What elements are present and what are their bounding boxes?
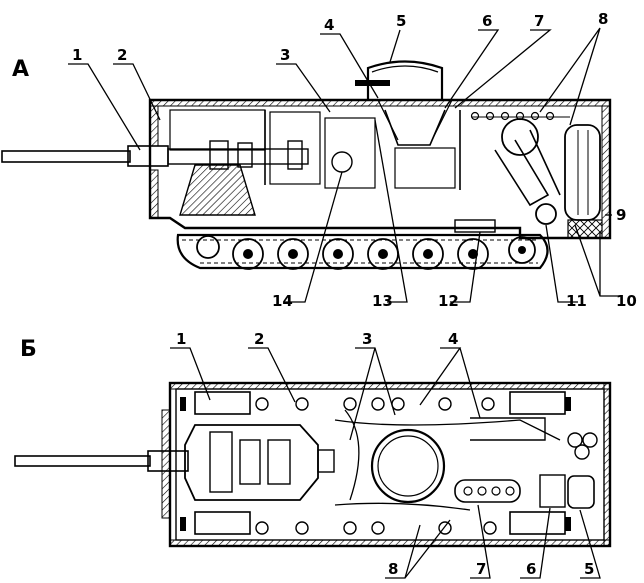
interior-equipment — [169, 109, 570, 216]
callout-b-5: 5 — [584, 560, 594, 578]
cupola — [355, 60, 453, 146]
roof-rivets — [470, 111, 555, 121]
side-view: А 1 2 3 4 5 6 7 8 9 10 11 12 13 14 — [1, 10, 637, 310]
road-wheels — [196, 235, 536, 270]
callout-a-8: 8 — [598, 10, 608, 28]
callout-a-10: 10 — [616, 292, 637, 310]
callout-a-11: 11 — [566, 292, 587, 310]
callout-a-2: 2 — [117, 46, 127, 64]
callout-a-6: 6 — [482, 12, 492, 30]
callout-a-7: 7 — [534, 12, 544, 30]
callout-a-5: 5 — [396, 12, 406, 30]
callout-a-14: 14 — [272, 292, 293, 310]
callout-b-7: 7 — [476, 560, 486, 578]
engine-assembly — [494, 118, 601, 225]
side-leader-lines — [68, 27, 622, 303]
suspension-units — [180, 391, 571, 535]
callout-a-1: 1 — [72, 46, 82, 64]
callout-a-13: 13 — [372, 292, 393, 310]
callout-b-6: 6 — [526, 560, 536, 578]
track-running-gear — [176, 219, 549, 270]
callout-a-12: 12 — [438, 292, 459, 310]
callout-b-8: 8 — [388, 560, 398, 578]
callout-a-4: 4 — [324, 16, 334, 34]
top-view: Б 1 2 3 4 8 7 6 5 — [14, 330, 612, 579]
callout-a-9: 9 — [616, 206, 626, 224]
top-leader-lines — [170, 347, 601, 579]
callout-b-2: 2 — [254, 330, 264, 348]
callout-a-3: 3 — [280, 46, 290, 64]
hull-top — [161, 381, 612, 548]
gun-mount-top — [184, 424, 335, 501]
callout-b-1: 1 — [176, 330, 186, 348]
callout-b-4: 4 — [448, 330, 458, 348]
ammo-racks-top — [454, 432, 598, 509]
floor-rivets — [255, 397, 497, 535]
view-label-a: А — [12, 57, 29, 82]
view-label-b: Б — [20, 337, 37, 362]
turret-ring-top — [334, 409, 561, 511]
callout-b-3: 3 — [362, 330, 372, 348]
